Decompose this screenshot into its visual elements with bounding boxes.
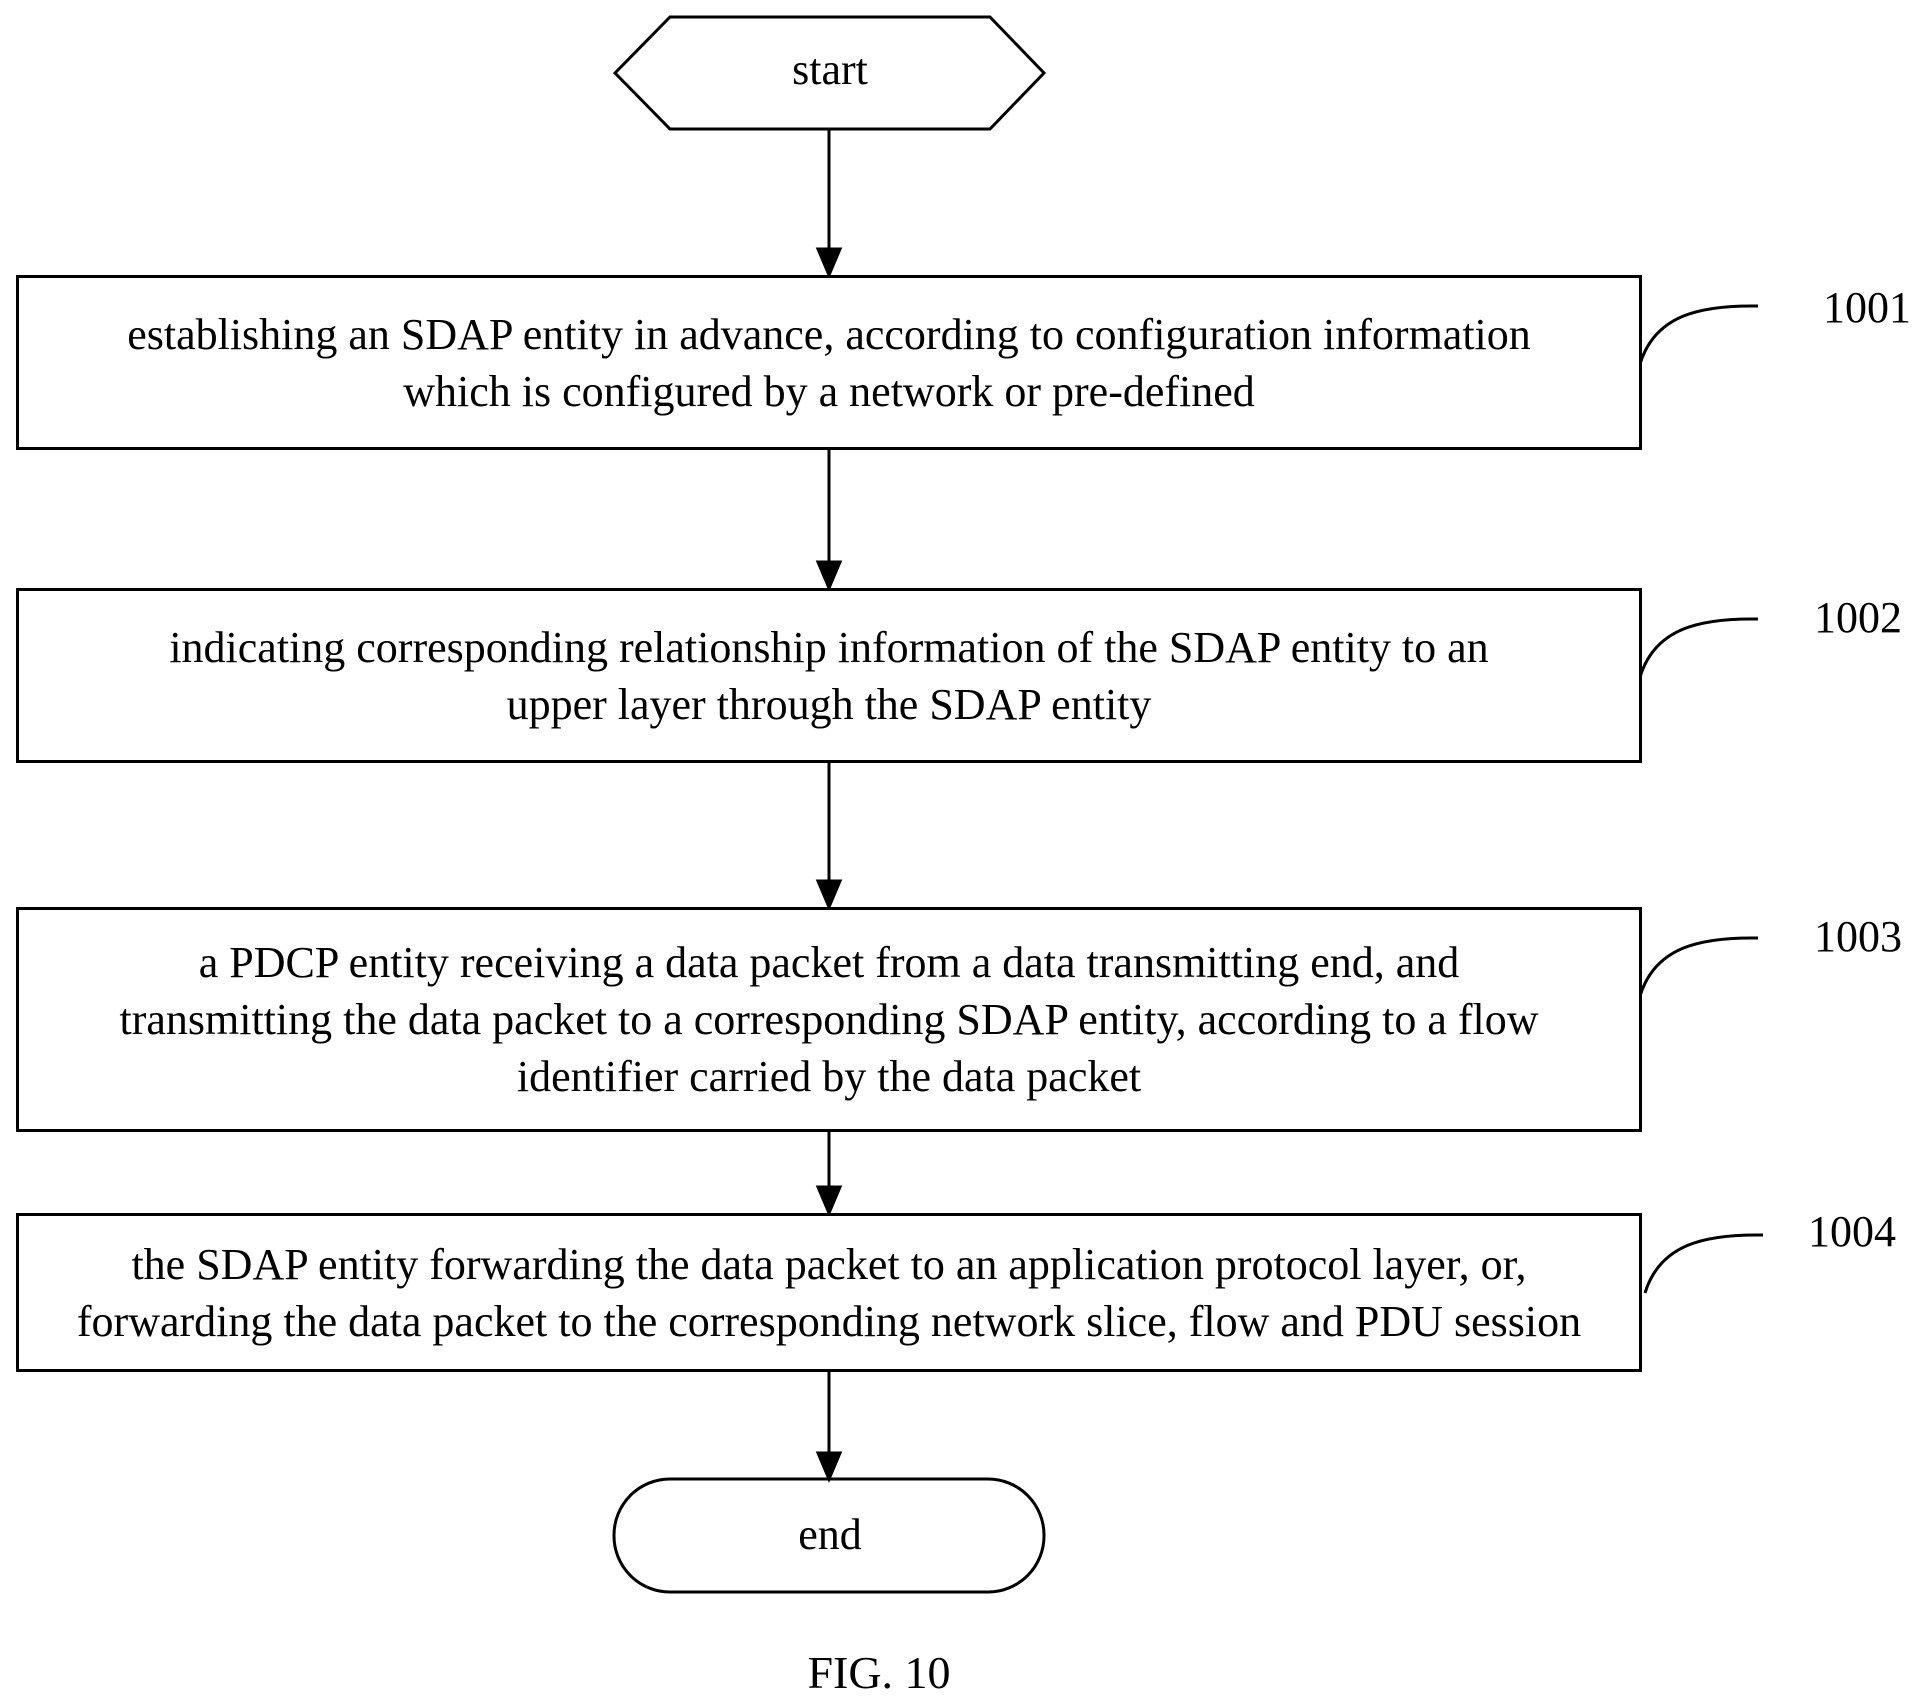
end-label: end: [615, 1510, 1045, 1560]
step-text-1001: establishing an SDAP entity in advance, …: [127, 306, 1531, 420]
step-text-1003: a PDCP entity receiving a data packet fr…: [119, 934, 1538, 1105]
step-text-1002: indicating corresponding relationship in…: [169, 619, 1488, 733]
ref-label-1001: 1001: [1823, 283, 1911, 333]
leader-line-1003: [1640, 938, 1758, 996]
arrowhead-end: [818, 1453, 840, 1479]
leader-line-1001: [1640, 306, 1758, 364]
arrowhead-1004: [818, 1187, 840, 1213]
step-box-1002: indicating corresponding relationship in…: [16, 588, 1642, 763]
step-text-1004: the SDAP entity forwarding the data pack…: [77, 1236, 1581, 1350]
arrowhead-1001: [818, 249, 840, 275]
arrowhead-1003: [818, 881, 840, 907]
leader-line-1002: [1640, 619, 1758, 677]
step-box-1001: establishing an SDAP entity in advance, …: [16, 275, 1642, 450]
ref-label-1002: 1002: [1814, 593, 1902, 643]
ref-label-1004: 1004: [1808, 1207, 1896, 1257]
start-label: start: [615, 45, 1045, 95]
step-box-1004: the SDAP entity forwarding the data pack…: [16, 1213, 1642, 1372]
ref-label-1003: 1003: [1814, 912, 1902, 962]
arrowhead-1002: [818, 562, 840, 588]
step-box-1003: a PDCP entity receiving a data packet fr…: [16, 907, 1642, 1132]
leader-line-1004: [1645, 1235, 1763, 1293]
figure-caption: FIG. 10: [729, 1647, 1029, 1699]
